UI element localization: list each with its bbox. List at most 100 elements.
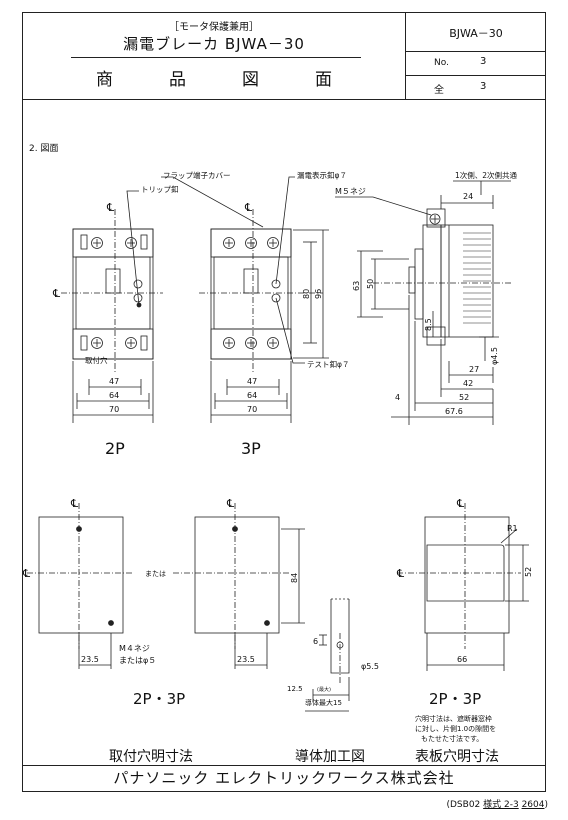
ref-form: 様式 2-3: [483, 800, 519, 810]
ref-suffix: ): [544, 800, 548, 810]
leak-indicator-button: [133, 279, 143, 289]
centerline-symbol: ℄: [456, 497, 464, 510]
label-2p3p: 2P・3P: [133, 690, 185, 708]
sheet-type-char: 図: [242, 70, 259, 90]
dim-70: 70: [109, 405, 119, 414]
sheet-type-char: 品: [169, 70, 186, 90]
centerline-symbol: ℄: [226, 497, 234, 510]
centerline-symbol: ℄: [52, 287, 60, 300]
dim-23-5: 23.5: [237, 655, 255, 664]
section-heading: 2. 図面: [29, 143, 58, 154]
caption-conductor: 導体加工図: [295, 749, 365, 765]
caption-panel-cutout: 表板穴明寸法: [415, 749, 499, 765]
dim-6: 6: [313, 637, 318, 646]
or-label: または: [145, 570, 166, 578]
sheet-type: 商品図面: [23, 65, 405, 90]
conductor-drawing: [305, 598, 350, 712]
dim-64: 64: [247, 391, 257, 400]
flap-cover-callout: フラップ端子カバー: [163, 170, 231, 180]
centerline-symbol: ℄: [396, 567, 404, 580]
terminal-screws-top: [80, 234, 148, 250]
dim-phi4-5: φ4.5: [490, 347, 499, 365]
max-mark: (最大): [317, 686, 331, 693]
dims-2p: [72, 361, 154, 423]
sheet-total-cell: 全 3: [406, 75, 546, 99]
sheet-type-char: 面: [315, 70, 332, 90]
breaker-side-view: [373, 208, 513, 346]
mount-hole-3p: [173, 503, 305, 669]
sheet-total-value: 3: [480, 81, 487, 92]
dims-3p: [210, 229, 329, 423]
leader-line: [275, 176, 295, 285]
label-2p3p: 2P・3P: [429, 690, 481, 708]
drawing-sheet: ［モータ保護兼用］ 漏電ブレーカ BJWA－30 商品図面 BJWA－30 No…: [22, 12, 546, 792]
dim-phi5-5: φ5.5: [361, 662, 379, 671]
caption-mount-holes: 取付穴明寸法: [109, 749, 193, 765]
dim-70: 70: [247, 405, 257, 414]
dim-r1: R1: [507, 524, 518, 533]
dim-47: 47: [109, 377, 119, 386]
model-number: BJWA－30: [449, 27, 503, 40]
form-reference: (DSB02 様式 2-3 2604): [446, 797, 548, 810]
sheet-no-cell: No. 3: [406, 51, 546, 76]
dim-12-5: 12.5: [287, 685, 303, 693]
trip-button-callout: トリップ釦: [141, 184, 179, 194]
dim-50: 50: [366, 279, 375, 289]
terminal-screws-top: [223, 237, 279, 249]
dim-27: 27: [469, 365, 479, 374]
sheet-no-value: 3: [480, 56, 487, 67]
dim-64: 64: [109, 391, 119, 400]
sheet-no-label: No.: [434, 58, 449, 68]
mount-hole-2p: [27, 503, 133, 669]
breaker-2p-front: [61, 209, 163, 374]
test-button: [271, 293, 281, 303]
m5-screw-callout: M５ネジ: [335, 187, 366, 196]
dim-80: 80: [302, 289, 311, 299]
breaker-3p-front: [199, 209, 323, 374]
product-title: 漏電ブレーカ BJWA－30: [123, 35, 305, 53]
dim-23-5: 23.5: [81, 655, 99, 664]
label-2p: 2P: [105, 439, 125, 458]
title-area: ［モータ保護兼用］ 漏電ブレーカ BJWA－30 商品図面: [23, 13, 405, 99]
note-line-1: 穴明寸法は、遮断器窓枠: [415, 714, 492, 723]
terminal-screws-bottom: [80, 335, 148, 351]
mount-hole-callout: 取付穴: [85, 355, 108, 365]
note-line-2: に対し、片側1.0の隙間を: [415, 724, 496, 733]
leader-line: [275, 297, 305, 364]
centerline-symbol: ℄: [244, 201, 252, 214]
centerline-symbol: ℄: [106, 201, 114, 214]
or-phi5-callout: またはφ５: [119, 656, 156, 665]
leader-line: [335, 196, 432, 216]
company-footer: パナソニック エレクトリックワークス株式会社: [23, 765, 545, 791]
terminal-block-bottom: [426, 326, 446, 346]
ref-num: 2604: [521, 800, 545, 810]
dim-63: 63: [352, 281, 361, 291]
secondary-common-callout: 1次側、2次側共通: [455, 170, 518, 180]
dim-67-6: 67.6: [445, 407, 463, 416]
terminal-block-top: [426, 208, 446, 228]
dim-66: 66: [457, 655, 467, 664]
ref-prefix: (DSB02: [446, 800, 484, 810]
dim-4: 4: [395, 393, 400, 402]
leak-indicator-callout: 漏電表示釦φ７: [297, 170, 347, 180]
dim-52: 52: [459, 393, 469, 402]
toggle-handle: [105, 268, 121, 294]
leader-line: [161, 176, 264, 228]
dim-52: 52: [524, 567, 533, 577]
sheet-type-char: 商: [96, 70, 113, 90]
title-underline: [71, 57, 361, 58]
toggle-handle: [243, 268, 259, 294]
terminal-screw-icon: [429, 213, 441, 225]
sheet-info: BJWA－30 No. 3 全 3: [405, 13, 546, 99]
title-block: ［モータ保護兼用］ 漏電ブレーカ BJWA－30 商品図面 BJWA－30 No…: [23, 13, 546, 100]
conductor-max-label: 導体最大15: [305, 698, 342, 707]
dims-side: [357, 195, 499, 425]
note-line-3: もたせた寸法です。: [421, 734, 483, 743]
leak-indicator-button: [271, 279, 281, 289]
leader-line: [126, 190, 140, 306]
centerline-symbol: ℄: [70, 497, 78, 510]
test-button-callout: テスト釦φ７: [307, 359, 349, 369]
model-cell: BJWA－30: [406, 13, 546, 52]
centerline-symbol: ℄: [23, 567, 30, 580]
technical-drawing: 2. 図面 ℄ ℄ トリップ: [23, 143, 533, 765]
